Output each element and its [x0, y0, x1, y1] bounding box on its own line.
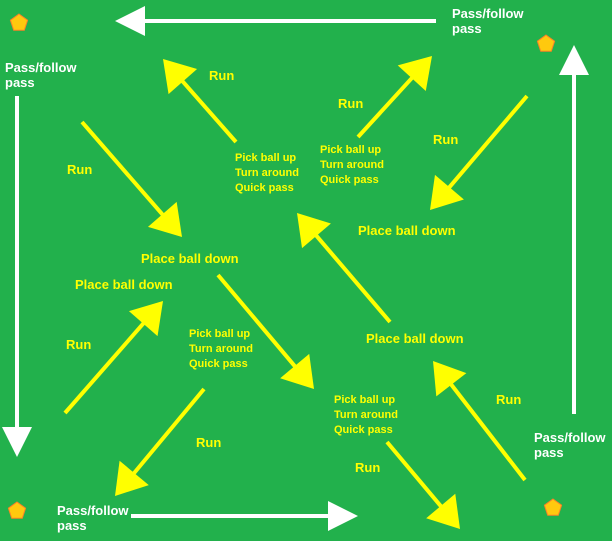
- pass-follow-top-line1: Pass/follow: [452, 6, 524, 21]
- run-label-3: Run: [433, 132, 459, 147]
- pick-ball-up-line: Pick ball up: [320, 144, 382, 156]
- pass-arrow-left: [2, 96, 32, 457]
- run-label-8: Run: [355, 460, 381, 475]
- cone-icon-bottom-right: [543, 498, 563, 516]
- pass-follow-bottom-line2: pass: [57, 518, 87, 533]
- cone-icon-top-right: [536, 34, 556, 52]
- pass-follow-bottom-line1: Pass/follow: [57, 503, 129, 518]
- run-arrow-3: [430, 94, 529, 210]
- pick-ball-up-line: Pick ball up: [334, 394, 396, 406]
- pass-follow-left-line2: pass: [5, 75, 35, 90]
- run-arrow-6: [216, 273, 314, 389]
- place-ball-down-label-3: Place ball down: [75, 277, 173, 292]
- pass-follow-bottom-label: Pass/follow pass: [57, 503, 129, 533]
- place-ball-down-label-4: Place ball down: [366, 331, 464, 346]
- pass-follow-right-line1: Pass/follow: [534, 430, 606, 445]
- run-arrow-7: [63, 301, 163, 415]
- run-label-4: Run: [67, 162, 93, 177]
- quick-pass-line: Quick pass: [235, 182, 294, 194]
- run-arrow-8: [433, 361, 527, 482]
- pick-ball-up-line: Pick ball up: [235, 152, 297, 164]
- pick-ball-up-line: Pick ball up: [189, 328, 251, 340]
- cone-icon-bottom-left: [7, 501, 27, 519]
- pass-follow-left-label: Pass/follow pass: [5, 60, 77, 90]
- run-arrow-10: [385, 440, 460, 529]
- run-label-7: Run: [196, 435, 222, 450]
- run-label-5: Run: [66, 337, 92, 352]
- turn-around-line: Turn around: [189, 343, 253, 355]
- place-ball-down-label-1: Place ball down: [358, 223, 456, 238]
- cone-icon-top-left: [9, 13, 29, 31]
- run-arrow-9: [115, 387, 206, 496]
- place-ball-down-label-2: Place ball down: [141, 251, 239, 266]
- quick-pass-line: Quick pass: [189, 358, 248, 370]
- pick-ball-up-note-2: Pick ball up Turn around Quick pass: [320, 143, 384, 188]
- pass-follow-left-line1: Pass/follow: [5, 60, 77, 75]
- run-label-1: Run: [209, 68, 235, 83]
- turn-around-line: Turn around: [334, 409, 398, 421]
- pick-ball-up-note-1: Pick ball up Turn around Quick pass: [235, 151, 299, 196]
- run-label-2: Run: [338, 96, 364, 111]
- quick-pass-line: Quick pass: [334, 424, 393, 436]
- pass-follow-right-label: Pass/follow pass: [534, 430, 606, 460]
- pick-ball-up-note-3: Pick ball up Turn around Quick pass: [189, 327, 253, 372]
- run-arrow-1: [163, 59, 238, 144]
- quick-pass-line: Quick pass: [320, 174, 379, 186]
- pick-ball-up-note-4: Pick ball up Turn around Quick pass: [334, 393, 398, 438]
- turn-around-line: Turn around: [320, 159, 384, 171]
- run-arrow-5: [297, 213, 392, 324]
- pass-arrow-bottom: [131, 501, 358, 531]
- run-arrow-2: [356, 56, 432, 139]
- pass-follow-right-line2: pass: [534, 445, 564, 460]
- pass-follow-top-line2: pass: [452, 21, 482, 36]
- run-label-6: Run: [496, 392, 522, 407]
- pass-follow-top-label: Pass/follow pass: [452, 6, 524, 36]
- run-arrow-4: [80, 120, 182, 237]
- pass-arrow-top: [115, 6, 436, 36]
- turn-around-line: Turn around: [235, 167, 299, 179]
- pass-arrow-right: [559, 45, 589, 414]
